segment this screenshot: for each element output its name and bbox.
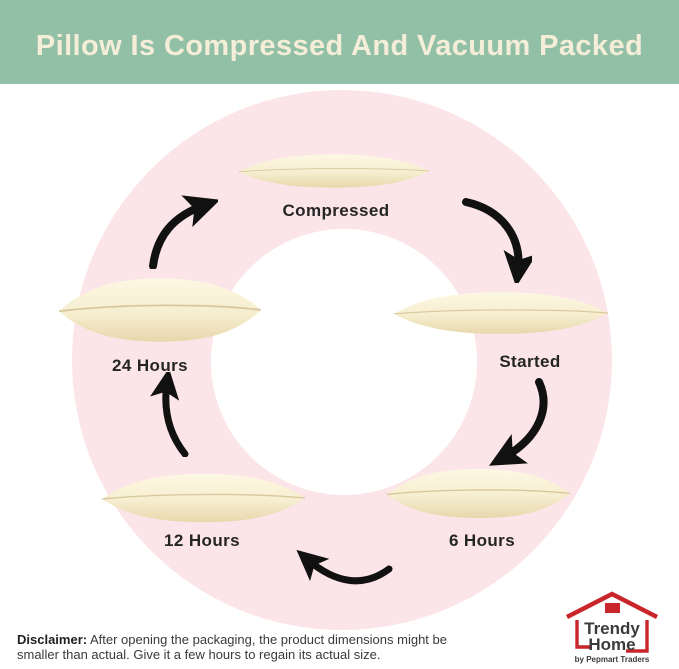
pillow-12-hours [101, 473, 306, 523]
pillow-6-hours [386, 468, 571, 519]
stage-label-12-hours: 12 Hours [164, 531, 240, 550]
curved-arrow-icon-started-to-6-hours [489, 378, 548, 466]
stage-label-6-hours: 6 Hours [448, 531, 516, 550]
stage-label-24-hours: 24 Hours [112, 356, 188, 375]
disclaimer-label: Disclaimer: [17, 632, 88, 647]
logo-line1: Trendy [584, 619, 640, 638]
pillow-24-hours [58, 278, 262, 342]
logo-tagline: by Pepmart Traders [575, 655, 650, 664]
curved-arrow-icon-6-hours-to-12-hours [296, 549, 393, 585]
stage-label-started: Started [499, 352, 561, 371]
logo-line2: Home [588, 635, 635, 654]
cycle-ring-hole [211, 229, 477, 495]
brand-logo: Trendy Home by Pepmart Traders [565, 591, 659, 664]
pillow-compressed [238, 154, 430, 188]
curved-arrow-icon-12-hours-to-24-hours [150, 372, 189, 457]
page-title: Pillow Is Compressed And Vacuum Packed [35, 29, 644, 62]
curved-arrow-icon-compressed-to-started [462, 198, 532, 283]
stage-label-compressed: Compressed [282, 201, 390, 220]
house-icon [565, 591, 659, 653]
curved-arrow-icon-24-hours-to-compressed [149, 195, 218, 269]
disclaimer-text: Disclaimer: After opening the packaging,… [17, 632, 469, 663]
pillow-started [394, 292, 608, 334]
header-banner: Pillow Is Compressed And Vacuum Packed [0, 0, 679, 84]
disclaimer-body: After opening the packaging, the product… [17, 632, 447, 663]
